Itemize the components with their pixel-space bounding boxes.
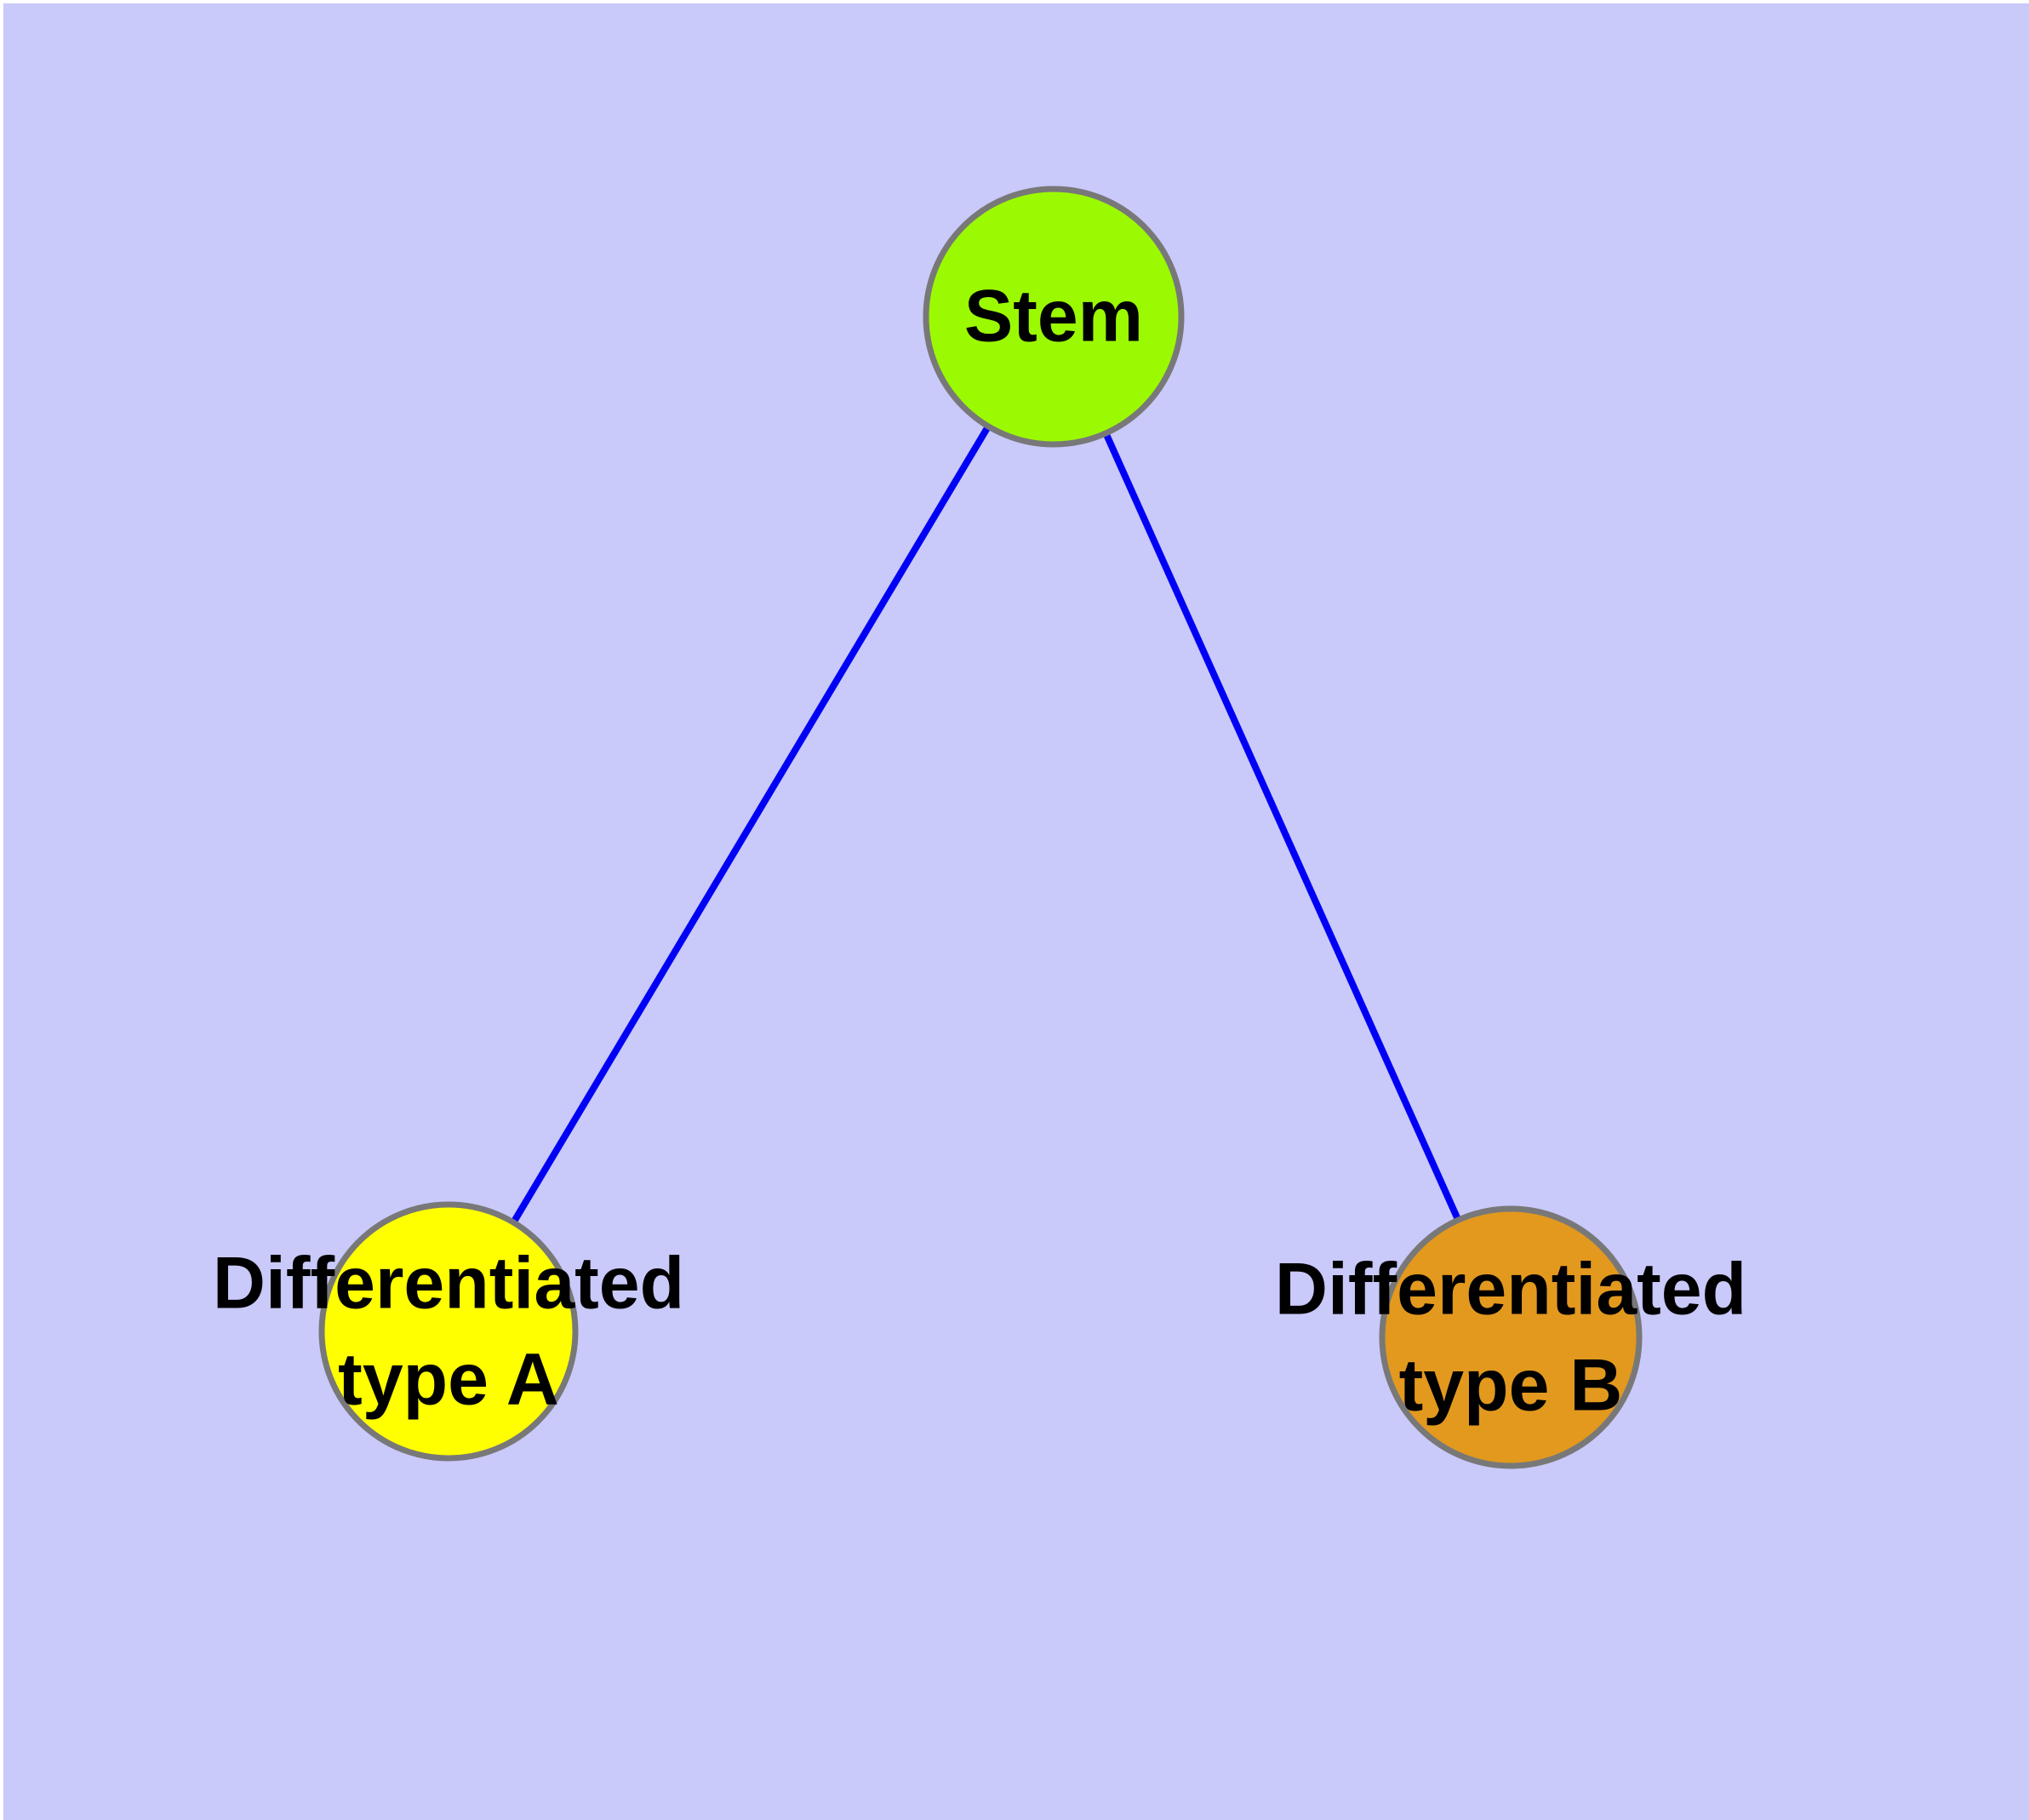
nodes-layer: [318, 186, 1643, 1469]
node-diff-b: [1379, 1205, 1643, 1469]
edge-stem-diff-a: [445, 314, 1057, 1334]
edge-stem-diff-b: [1050, 315, 1514, 1339]
node-stem: [923, 186, 1185, 448]
edges-layer: [445, 314, 1514, 1339]
node-diff-a: [318, 1201, 579, 1462]
